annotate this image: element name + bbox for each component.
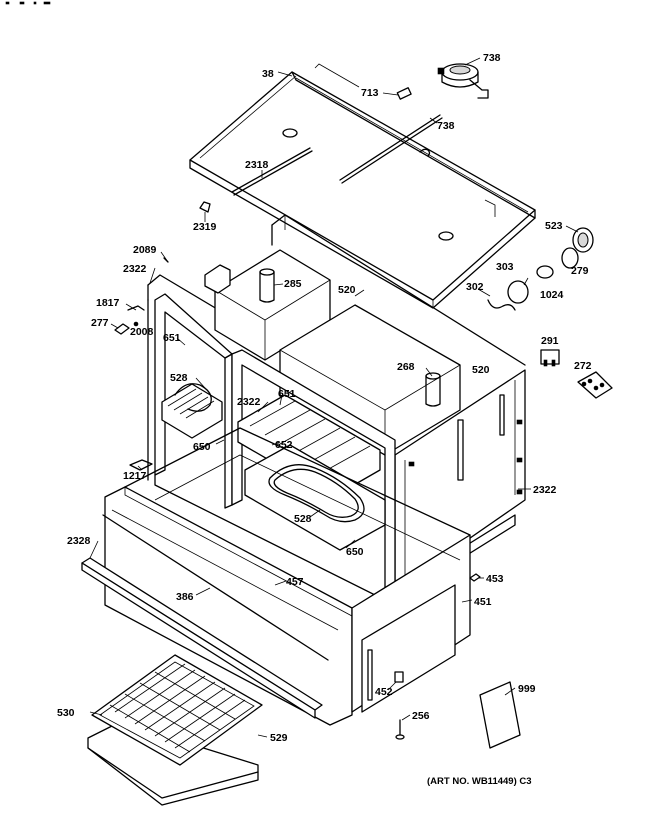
label-303: 303 — [496, 261, 514, 273]
label-530: 530 — [57, 707, 75, 719]
label-457: 457 — [286, 576, 304, 588]
label-2322-left: 2322 — [123, 263, 147, 275]
label-2322-right: 2322 — [533, 484, 557, 496]
label-2318: 2318 — [245, 159, 269, 171]
part-2319 — [199, 201, 211, 213]
label-650-right: 650 — [346, 546, 364, 558]
corner-marks — [5, 1, 51, 5]
art-number: (ART NO. WB11449) C3 — [427, 776, 532, 787]
drawer-assembly — [81, 427, 471, 726]
terminal-block-272 — [577, 371, 613, 399]
label-453: 453 — [486, 573, 504, 585]
oven-body — [147, 214, 526, 601]
label-528-left: 528 — [170, 372, 188, 384]
label-529: 529 — [270, 732, 288, 744]
label-713: 713 — [361, 87, 379, 99]
label-652: 652 — [275, 439, 293, 451]
label-279: 279 — [571, 265, 589, 277]
label-451: 451 — [474, 596, 492, 608]
label-651-right: 651 — [278, 388, 296, 400]
blower-assembly — [437, 63, 489, 99]
label-520-top: 520 — [338, 284, 356, 296]
top-panel — [189, 63, 536, 309]
label-520-right: 520 — [472, 364, 490, 376]
label-528-right: 528 — [294, 513, 312, 525]
label-523: 523 — [545, 220, 563, 232]
label-2322-mid: 2322 — [237, 396, 261, 408]
label-291: 291 — [541, 335, 559, 347]
label-256: 256 — [412, 710, 430, 722]
label-738-rod: 738 — [437, 120, 455, 132]
label-738-top: 738 — [483, 52, 501, 64]
label-651-left: 651 — [163, 332, 181, 344]
drawer-small-parts — [394, 573, 521, 749]
label-2328: 2328 — [67, 535, 91, 547]
label-2008: 2008 — [130, 326, 154, 338]
label-2319: 2319 — [193, 221, 217, 233]
leader-lines — [89, 57, 579, 738]
label-650-left: 650 — [193, 441, 211, 453]
label-285: 285 — [284, 278, 302, 290]
label-2089: 2089 — [133, 244, 157, 256]
label-386: 386 — [176, 591, 194, 603]
label-38: 38 — [262, 68, 274, 80]
label-452: 452 — [375, 686, 393, 698]
left-small-parts — [114, 257, 169, 471]
label-272: 272 — [574, 360, 592, 372]
light-assembly — [487, 227, 594, 311]
label-1217: 1217 — [123, 470, 147, 482]
part-labels: 738 38 713 738 2318 2319 523 2089 2322 3… — [57, 52, 592, 787]
label-277: 277 — [91, 317, 109, 329]
label-999: 999 — [518, 683, 536, 695]
label-302: 302 — [466, 281, 484, 293]
rods — [231, 114, 443, 196]
clip-713 — [396, 87, 412, 100]
label-1024: 1024 — [540, 289, 564, 301]
label-268: 268 — [397, 361, 415, 373]
broiler-pan — [87, 654, 263, 806]
switch-291 — [540, 349, 560, 367]
label-1817: 1817 — [96, 297, 120, 309]
